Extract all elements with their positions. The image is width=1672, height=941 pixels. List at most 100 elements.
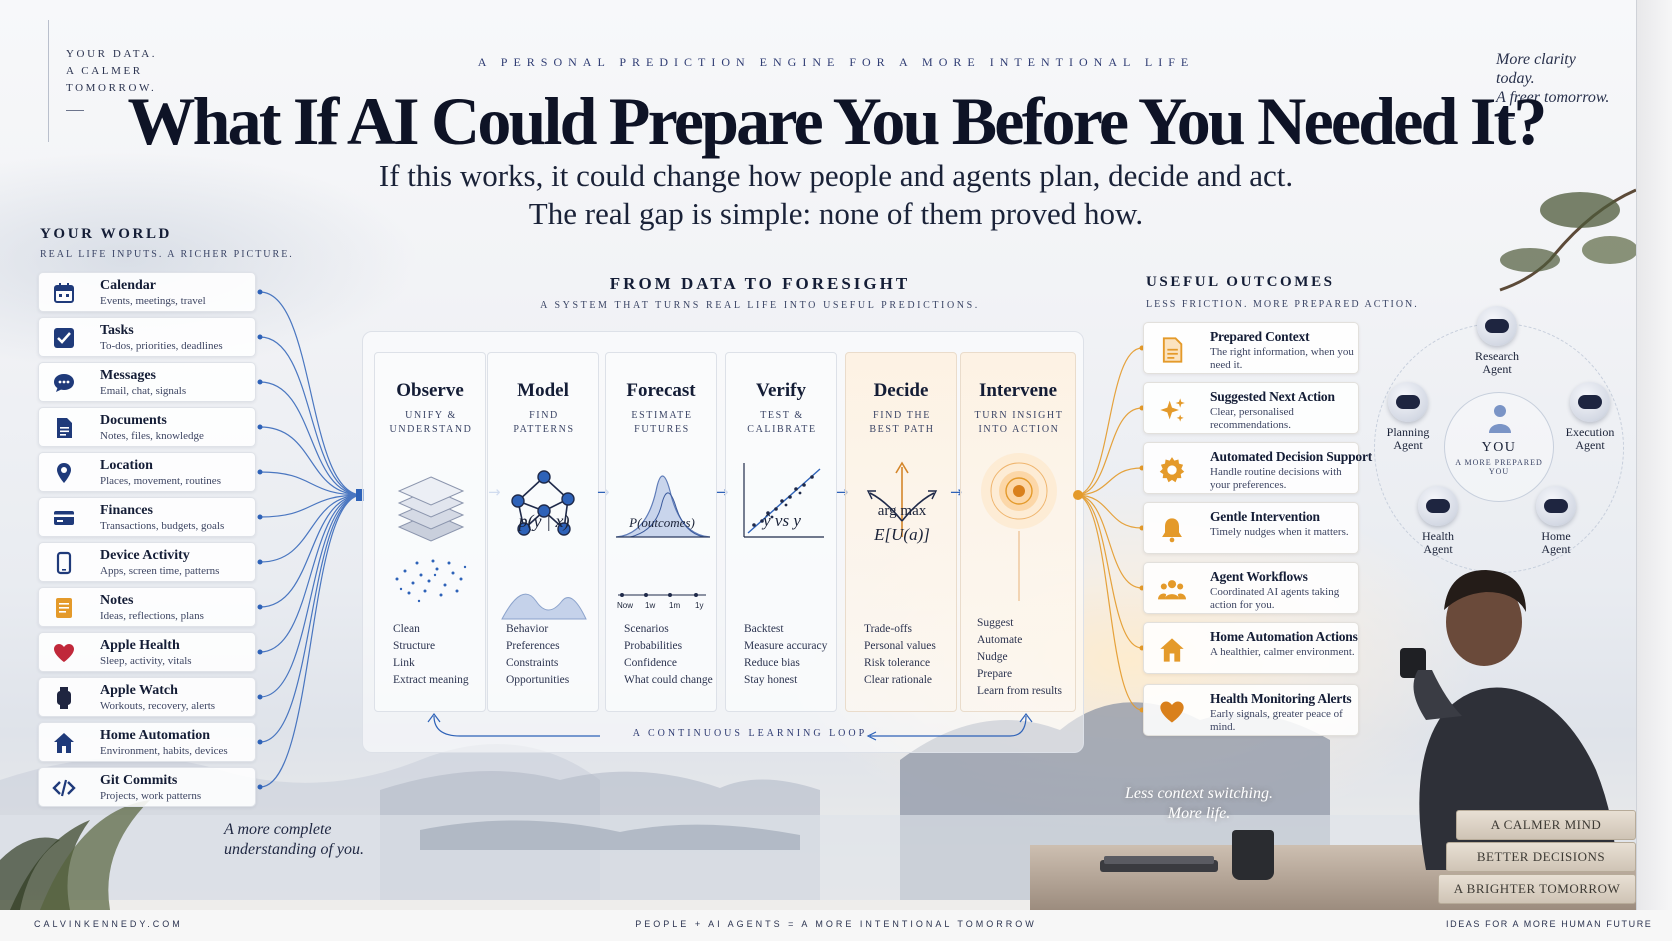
input-card-apple-health: Apple Health Sleep, activity, vitals [38, 632, 256, 672]
stage-name: Observe [396, 380, 464, 401]
tree-branch [1499, 188, 1636, 292]
robot-icon [1536, 486, 1576, 526]
stage-list: Suggest Automate Nudge Prepare Learn fro… [977, 617, 1062, 697]
input-title: Apple Health [100, 638, 180, 653]
learning-loop-arrows [427, 713, 1033, 741]
outcome-desc: Timely nudges when it matters. [1210, 526, 1349, 538]
credit-card-icon [54, 511, 74, 525]
outcome-title: Suggested Next Action [1210, 389, 1335, 404]
distribution-curve-icon [615, 475, 711, 597]
top-right-dash [1498, 118, 1514, 119]
learning-loop-label: A CONTINUOUS LEARNING LOOP [632, 728, 868, 739]
outcome-card-health-monitoring-alerts: Health Monitoring Alerts Early signals, … [1143, 684, 1359, 736]
footer-right: IDEAS FOR A MORE HUMAN FUTURE [1446, 919, 1653, 929]
outcomes-title: USEFUL OUTCOMES [1146, 274, 1335, 290]
input-desc: Apps, screen time, patterns [100, 565, 220, 577]
input-desc: Events, meetings, travel [100, 295, 206, 307]
outcome-card-automated-decision-support: Automated Decision Support Handle routin… [1143, 442, 1372, 494]
input-title: Git Commits [100, 773, 178, 788]
outcome-card-suggested-next-action: Suggested Next Action Clear, personalise… [1143, 382, 1359, 434]
footer-site[interactable]: CALVINKENNEDY.COM [34, 919, 183, 929]
stage-list: Clean Structure Link Extract meaning [393, 623, 469, 686]
input-title: Device Activity [100, 548, 190, 563]
gear-icon [1159, 457, 1185, 483]
arrow-right-icon: → [950, 483, 963, 501]
outcome-title: Health Monitoring Alerts [1210, 691, 1352, 706]
chat-bubble-icon [54, 374, 74, 392]
stage-name: Forecast [626, 380, 696, 401]
calendar-icon [54, 283, 74, 303]
input-card-notes: Notes Ideas, reflections, plans [38, 587, 256, 627]
person-icon [1489, 405, 1511, 433]
robot-icon [1477, 306, 1517, 346]
stage-name: Model [517, 380, 569, 401]
outcome-desc: The right information, when you need it. [1210, 346, 1354, 371]
input-desc: Transactions, budgets, goals [100, 520, 225, 532]
house-icon [54, 733, 74, 753]
outcome-title: Home Automation Actions [1210, 629, 1358, 644]
book-better-decisions: BETTER DECISIONS [1446, 842, 1636, 872]
your-world-subtitle: REAL LIFE INPUTS. A RICHER PICTURE. [40, 249, 294, 260]
branching-path-icon [866, 461, 938, 537]
input-title: Documents [100, 413, 167, 428]
top-left-dash [66, 110, 84, 111]
notepad-icon [56, 598, 72, 618]
stage-list: Behavior Preferences Constraints Opportu… [506, 623, 570, 686]
robot-icon [1570, 382, 1610, 422]
checkbox-icon [54, 328, 74, 348]
left-note: A more complete understanding of you. [224, 821, 364, 858]
stage-observe: Observe UNIFY &UNDERSTAND Clean Structur… [374, 352, 486, 712]
coffee-mug [1232, 830, 1274, 880]
outcomes-subtitle: LESS FRICTION. MORE PREPARED ACTION. [1146, 299, 1419, 310]
stage-formula: arg max [877, 503, 927, 519]
stage-verify: Verify TEST &CALIBRATE ŷ vs y Backtest M… [725, 352, 837, 712]
stage-list: Scenarios Probabilities Confidence What … [624, 623, 713, 686]
input-title: Apple Watch [100, 683, 178, 698]
input-connector-lines [257, 289, 364, 790]
document-icon [1162, 337, 1183, 363]
your-world-title: YOUR WORLD [40, 226, 172, 242]
input-title: Location [100, 458, 153, 473]
outcome-title: Prepared Context [1210, 329, 1310, 344]
stage-list: Backtest Measure accuracy Reduce bias St… [744, 623, 828, 686]
people-icon [1158, 580, 1186, 600]
layers-stack-icon [395, 476, 467, 603]
input-desc: Sleep, activity, vitals [100, 655, 192, 667]
stage-name: Verify [756, 380, 806, 401]
input-desc: To-dos, priorities, deadlines [100, 340, 223, 352]
pipeline-title: FROM DATA TO FORESIGHT [609, 274, 911, 293]
stage-tag: UNIFY &UNDERSTAND [389, 410, 473, 435]
input-card-documents: Documents Notes, files, knowledge [38, 407, 256, 447]
heart-icon [1160, 701, 1184, 723]
robot-icon [1388, 382, 1428, 422]
input-title: Messages [100, 368, 156, 383]
input-card-apple-watch: Apple Watch Workouts, recovery, alerts [38, 677, 256, 717]
pipeline-subtitle: A SYSTEM THAT TURNS REAL LIFE INTO USEFU… [540, 300, 980, 311]
input-card-git-commits: Git Commits Projects, work patterns [38, 767, 256, 807]
right-note: Less context switching. More life. [1125, 785, 1273, 822]
input-card-tasks: Tasks To-dos, priorities, deadlines [38, 317, 256, 357]
subtitle-line-1: If this works, it could change how peopl… [378, 158, 1294, 193]
input-card-messages: Messages Email, chat, signals [38, 362, 256, 402]
footer-bar [0, 910, 1672, 941]
input-desc: Workouts, recovery, alerts [100, 700, 216, 712]
outcome-desc: Early signals, greater peace of mind. [1210, 708, 1343, 733]
house-icon [1160, 638, 1184, 662]
you-label: YOU [1481, 440, 1517, 455]
stage-formula: p(y | x) [518, 511, 570, 531]
outcome-desc: Handle routine decisions with your prefe… [1210, 466, 1342, 491]
calibration-plot-icon [743, 463, 824, 538]
outcome-card-agent-workflows: Agent Workflows Coordinated AI agents ta… [1143, 562, 1359, 614]
